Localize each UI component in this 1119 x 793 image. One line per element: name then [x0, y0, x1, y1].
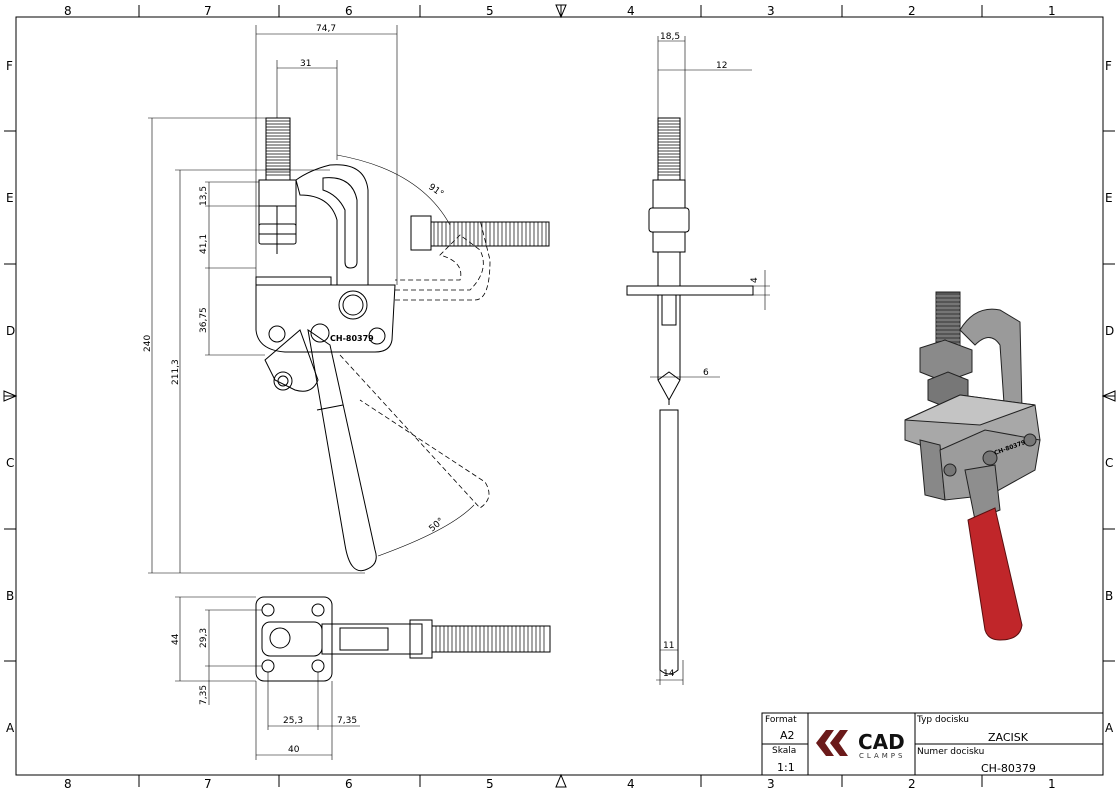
svg-text:18,5: 18,5: [660, 32, 680, 42]
svg-text:44: 44: [171, 633, 181, 645]
open-spindle: [410, 215, 550, 251]
format-value: A2: [780, 729, 795, 742]
svg-text:CH-80379: CH-80379: [330, 334, 374, 343]
svg-text:B: B: [1105, 589, 1113, 603]
svg-text:4: 4: [627, 4, 635, 18]
svg-text:A: A: [1105, 721, 1114, 735]
svg-text:6: 6: [345, 777, 353, 791]
isometric-render: CH-80379: [904, 291, 1041, 641]
svg-text:13,5: 13,5: [199, 186, 209, 206]
doc-type-value: ZACISK: [988, 731, 1029, 744]
svg-text:E: E: [1105, 191, 1113, 205]
doc-type-label: Typ docisku: [916, 715, 969, 725]
link: [264, 329, 319, 392]
format-label: Format: [765, 715, 797, 725]
doc-number-value: CH-80379: [981, 762, 1036, 775]
side-view: 18,5 12 4 6 11 14: [626, 32, 770, 685]
svg-text:74,7: 74,7: [316, 24, 336, 34]
svg-text:3: 3: [767, 4, 775, 18]
doc-number-label: Numer docisku: [917, 747, 984, 757]
title-block: Format A2 Skala 1:1 CAD CLAMPS Typ docis…: [761, 712, 1104, 776]
svg-text:1: 1: [1048, 777, 1056, 791]
svg-text:31: 31: [300, 59, 311, 69]
svg-text:D: D: [6, 324, 15, 338]
svg-text:2: 2: [908, 777, 916, 791]
front-view: CH-80379 74,7 31 240 211,3: [143, 24, 550, 574]
svg-text:40: 40: [288, 745, 300, 755]
svg-text:D: D: [1105, 324, 1114, 338]
row-labels-right: F E D C B A: [1105, 59, 1114, 735]
svg-text:C: C: [6, 456, 14, 470]
svg-text:36,75: 36,75: [199, 307, 209, 333]
svg-text:14: 14: [663, 669, 675, 679]
svg-text:7,35: 7,35: [337, 716, 357, 726]
drawing-frame: 8 7 6 5 4 3 2 1 8 7 6 5 4 3 2 1 F E D C …: [3, 4, 1116, 791]
svg-text:E: E: [6, 191, 14, 205]
svg-text:211,3: 211,3: [171, 359, 181, 385]
svg-text:2: 2: [908, 4, 916, 18]
scale-value: 1:1: [777, 761, 795, 774]
svg-text:25,3: 25,3: [283, 716, 303, 726]
svg-text:C: C: [1105, 456, 1113, 470]
svg-text:6: 6: [703, 368, 709, 378]
column-labels-top: 8 7 6 5 4 3 2 1: [64, 4, 1056, 18]
svg-text:F: F: [6, 59, 13, 73]
front-dimensions: 74,7 31 240 211,3 13,5 41,1 36,75 91° 50…: [143, 24, 475, 574]
svg-text:7: 7: [204, 4, 212, 18]
svg-text:CLAMPS: CLAMPS: [859, 752, 905, 760]
bottom-dimensions: 44 29,3 7,35 25,3 7,35 40: [171, 596, 360, 760]
arm-slot: [322, 177, 358, 269]
svg-text:50°: 50°: [428, 516, 447, 534]
bottom-view: 44 29,3 7,35 25,3 7,35 40: [171, 596, 551, 760]
svg-text:8: 8: [64, 777, 72, 791]
svg-text:11: 11: [663, 641, 674, 651]
svg-text:CAD: CAD: [858, 730, 905, 754]
red-handle-grip: [967, 507, 1023, 641]
svg-text:7: 7: [204, 777, 212, 791]
svg-text:4: 4: [627, 777, 635, 791]
svg-text:6: 6: [345, 4, 353, 18]
svg-text:12: 12: [716, 61, 727, 71]
svg-text:4: 4: [750, 277, 760, 283]
svg-text:5: 5: [486, 777, 494, 791]
svg-text:3: 3: [767, 777, 775, 791]
side-dimensions: 18,5 12 4 6 11 14: [650, 32, 770, 685]
base-plate: [255, 284, 396, 353]
svg-text:29,3: 29,3: [199, 628, 209, 648]
svg-text:240: 240: [143, 335, 153, 352]
svg-text:8: 8: [64, 4, 72, 18]
svg-text:B: B: [6, 589, 14, 603]
svg-text:1: 1: [1048, 4, 1056, 18]
svg-text:7,35: 7,35: [199, 685, 209, 705]
cad-clamps-logo: CAD CLAMPS: [816, 730, 905, 760]
svg-text:F: F: [1105, 59, 1112, 73]
handle: [307, 328, 377, 572]
svg-text:41,1: 41,1: [199, 234, 209, 254]
row-labels-left: F E D C B A: [6, 59, 15, 735]
svg-text:5: 5: [486, 4, 494, 18]
spindle-thread: [258, 117, 297, 254]
svg-text:A: A: [6, 721, 15, 735]
scale-label: Skala: [772, 746, 796, 756]
column-labels-bottom: 8 7 6 5 4 3 2 1: [64, 777, 1056, 791]
